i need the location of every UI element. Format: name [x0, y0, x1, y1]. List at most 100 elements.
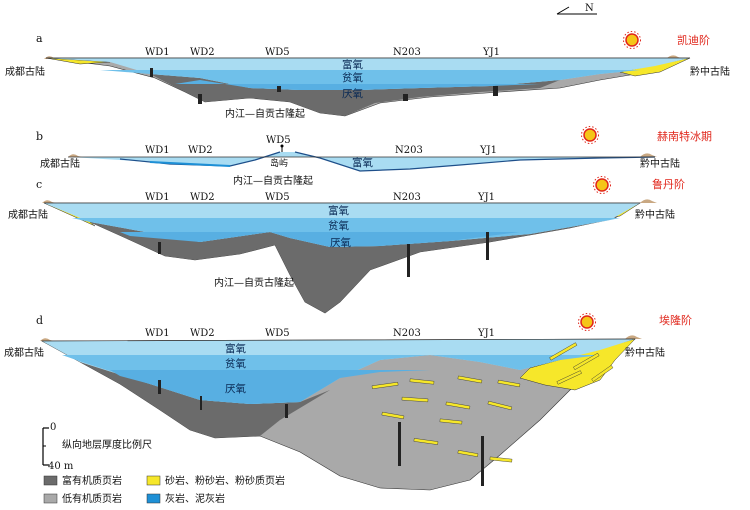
left-land-label: 成都古陆 — [40, 157, 80, 170]
legend-organic-rich-shale: 富有机质页岩 — [62, 474, 122, 487]
well-yj1: YJ1 — [479, 145, 497, 156]
panel-b-stage: 赫南特冰期 — [657, 129, 712, 143]
well-wd2: WD2 — [190, 47, 215, 58]
well-wd1: WD1 — [145, 47, 170, 58]
right-land-mound — [640, 199, 657, 203]
sun-icon — [593, 176, 611, 194]
zone-oxic: 富氧 — [328, 204, 349, 217]
well-column — [158, 242, 161, 254]
well-column — [398, 422, 401, 466]
well-wd5: WD5 — [265, 192, 290, 203]
legend-low-organic-shale: 低有机质页岩 — [62, 492, 122, 505]
well-wd1: WD1 — [145, 192, 170, 203]
left-land-mound — [40, 338, 54, 341]
well-column — [486, 232, 489, 260]
well-wd1: WD1 — [145, 145, 170, 156]
panel-d: d 埃隆阶 — [4, 313, 692, 491]
organic-rich-shale — [80, 362, 330, 438]
well-yj1: YJ1 — [477, 192, 495, 203]
uplift-label: 内江—自贡古隆起 — [225, 107, 305, 120]
sun-icon — [581, 126, 599, 144]
scale-bottom-label: 40 m — [48, 461, 74, 472]
panel-c-stage: 鲁丹阶 — [652, 177, 685, 191]
left-land-label: 成都古陆 — [4, 346, 44, 359]
panel-c: c 鲁丹阶 WD1 WD2 WD5 N203 YJ1 富氧 贫氧 厌氧 成都古陆… — [8, 176, 685, 314]
well-n203: N203 — [393, 47, 421, 58]
water-anoxic — [110, 370, 430, 404]
right-land-label: 黔中古陆 — [625, 346, 665, 359]
well-wd2: WD2 — [190, 328, 215, 339]
right-land-mound — [625, 335, 642, 339]
well-column — [277, 86, 281, 92]
legend: 富有机质页岩 砂岩、粉砂岩、粉砂质页岩 低有机质页岩 灰岩、泥灰岩 — [43, 474, 285, 505]
well-column — [407, 244, 410, 277]
well-n203: N203 — [393, 328, 421, 339]
organic-rich-shale — [150, 74, 560, 116]
well-column — [158, 380, 161, 394]
left-land-label: 成都古陆 — [5, 65, 45, 78]
well-column — [198, 94, 202, 104]
north-arrow: N — [556, 3, 597, 15]
well-n203: N203 — [395, 145, 423, 156]
north-label: N — [585, 3, 594, 14]
well-wd2: WD2 — [190, 192, 215, 203]
legend-sandstone: 砂岩、粉砂岩、粉砂质页岩 — [165, 474, 285, 487]
well-wd2: WD2 — [188, 145, 213, 156]
right-land-label: 黔中古陆 — [635, 208, 675, 221]
sun-icon — [623, 31, 641, 49]
legend-swatch-low-organic-shale — [43, 493, 58, 504]
water-anoxic — [175, 80, 540, 90]
water-anoxic — [120, 232, 520, 247]
panel-b-letter: b — [36, 130, 43, 143]
legend-swatch-organic-rich-shale — [43, 475, 58, 486]
panel-d-letter: d — [36, 314, 43, 327]
well-column — [493, 86, 498, 96]
panel-b: b 赫南特冰期 WD1 WD2 WD5 N203 YJ1 富氧 岛屿 成都古陆 … — [36, 126, 712, 187]
panel-c-letter: c — [36, 178, 42, 191]
organic-rich-shale — [90, 220, 610, 313]
sun-icon — [578, 313, 596, 331]
well-wd5: WD5 — [265, 47, 290, 58]
right-sandstone — [519, 338, 636, 391]
scale-caption: 纵向地层厚度比例尺 — [62, 438, 152, 451]
water-oxic — [70, 152, 655, 171]
right-land-label: 黔中古陆 — [690, 65, 730, 78]
zone-oxic: 富氧 — [342, 58, 363, 71]
uplift-label: 内江—自贡古隆起 — [214, 276, 294, 289]
zone-dysoxic: 贫氧 — [225, 357, 246, 370]
panel-a: a 凯迪阶 WD1 WD2 WD5 N203 YJ1 富氧 贫氧 厌氧 — [5, 31, 730, 120]
well-column — [403, 94, 408, 101]
well-column — [285, 404, 288, 418]
left-land-mound — [68, 154, 82, 157]
legend-swatch-limestone — [146, 493, 161, 504]
well-wd5: WD5 — [265, 328, 290, 339]
well-n203: N203 — [393, 192, 421, 203]
well-wd1: WD1 — [145, 328, 170, 339]
well-column — [200, 396, 202, 410]
scale-top-label: 0 — [50, 422, 56, 433]
left-land-mound — [42, 200, 56, 203]
zone-anoxic: 厌氧 — [225, 382, 246, 395]
uplift-label: 内江—自贡古隆起 — [233, 174, 313, 187]
panel-a-letter: a — [36, 32, 43, 45]
well-column — [150, 68, 153, 77]
well-column — [481, 436, 484, 486]
zone-anoxic: 厌氧 — [342, 87, 363, 100]
well-yj1: YJ1 — [482, 47, 500, 58]
panel-d-stage: 埃隆阶 — [659, 313, 692, 327]
thickness-scale-bar: 0 纵向地层厚度比例尺 40 m — [42, 422, 152, 472]
left-land-label: 成都古陆 — [8, 208, 48, 221]
zone-dysoxic: 贫氧 — [342, 71, 363, 84]
zone-anoxic: 厌氧 — [330, 236, 351, 249]
legend-limestone: 灰岩、泥灰岩 — [165, 492, 225, 505]
right-land-label: 黔中古陆 — [640, 157, 680, 170]
zone-oxic: 富氧 — [352, 156, 373, 169]
legend-swatch-sandstone — [146, 475, 161, 486]
island-label: 岛屿 — [270, 157, 288, 169]
zone-oxic: 富氧 — [225, 342, 246, 355]
well-wd5: WD5 — [266, 135, 291, 146]
well-yj1: YJ1 — [477, 328, 495, 339]
zone-dysoxic: 贫氧 — [328, 219, 349, 232]
panel-a-stage: 凯迪阶 — [677, 33, 710, 47]
